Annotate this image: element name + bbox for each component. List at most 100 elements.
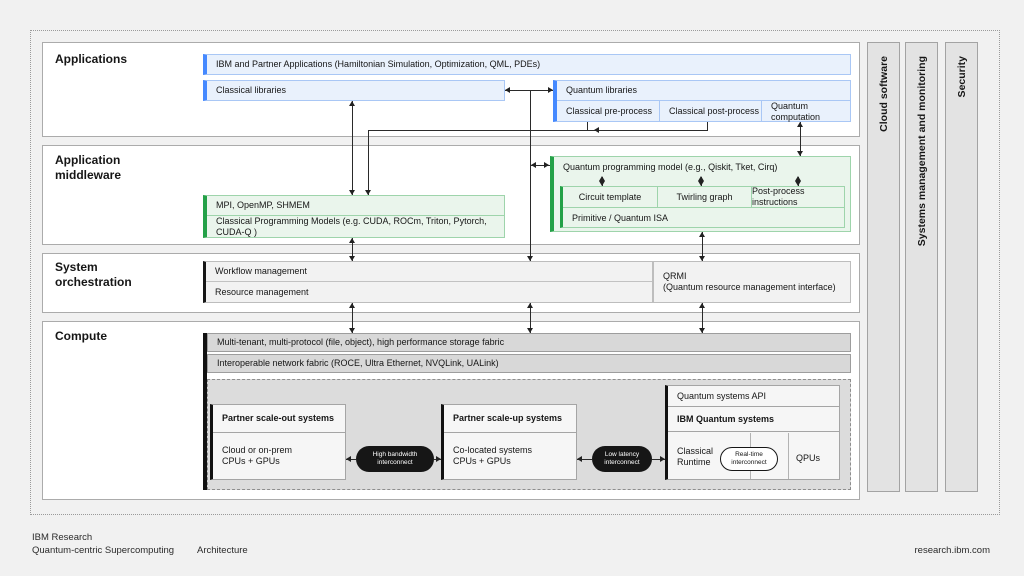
box-quantum-libraries: Quantum libraries bbox=[557, 81, 850, 101]
connector-orch-compute-1 bbox=[352, 303, 353, 333]
box-workflow-management: Workflow management bbox=[206, 262, 652, 282]
arrowhead bbox=[577, 456, 582, 462]
connector-trunk-to-qpm bbox=[530, 165, 550, 166]
partner-scale-out-title: Partner scale-out systems bbox=[213, 405, 345, 433]
arrowhead bbox=[349, 256, 355, 261]
connector-classlib-mpi bbox=[352, 101, 353, 195]
arrowhead bbox=[699, 232, 705, 237]
sidebar-security-label: Security bbox=[955, 56, 968, 98]
arrowhead bbox=[698, 181, 704, 186]
arrowhead bbox=[346, 456, 351, 462]
connector-classlib-qlib bbox=[505, 90, 553, 91]
box-quantum-isa-group: Circuit template Twirling graph Post-pro… bbox=[560, 186, 845, 228]
box-classical-libraries: Classical libraries bbox=[203, 80, 505, 101]
low-latency-interconnect-pill: Low latency interconnect bbox=[592, 446, 652, 472]
arrowhead bbox=[505, 87, 510, 93]
diagram-outer-frame bbox=[30, 30, 1000, 515]
connector-trunk-center bbox=[530, 90, 531, 261]
high-bandwidth-interconnect-pill: High bandwidth interconnect bbox=[356, 446, 434, 472]
box-classical-middleware-group: MPI, OpenMP, SHMEM Classical Programming… bbox=[203, 195, 505, 238]
arrowhead bbox=[527, 256, 533, 261]
box-primitive-quantum-isa: Primitive / Quantum ISA bbox=[572, 213, 669, 224]
arrowhead bbox=[797, 122, 803, 127]
quantum-systems-divider-2 bbox=[788, 433, 789, 479]
box-ibm-quantum-systems: IBM Quantum systems bbox=[668, 407, 839, 432]
arrowhead bbox=[599, 176, 605, 181]
box-classical-post-process: Classical post-process bbox=[659, 101, 761, 122]
section-label-middleware: Application middleware bbox=[55, 153, 122, 182]
partner-scale-up-body: Co-located systems CPUs + GPUs bbox=[453, 445, 533, 466]
box-storage-fabric: Multi-tenant, multi-protocol (file, obje… bbox=[207, 333, 851, 352]
footer-url: research.ibm.com bbox=[914, 545, 991, 556]
arrowhead bbox=[349, 190, 355, 195]
arrowhead bbox=[699, 328, 705, 333]
box-twirling-graph: Twirling graph bbox=[657, 187, 751, 207]
box-mpi-openmp-shmem: MPI, OpenMP, SHMEM bbox=[207, 196, 504, 216]
arrowhead bbox=[349, 238, 355, 243]
connector-process-to-mpi bbox=[368, 130, 369, 195]
arrowhead bbox=[349, 101, 355, 106]
arrowhead bbox=[699, 256, 705, 261]
arrowhead bbox=[531, 162, 536, 168]
sidebar-cloud-software-label: Cloud software bbox=[877, 56, 890, 132]
arrowhead bbox=[527, 328, 533, 333]
box-partner-scale-out: Partner scale-out systems Cloud or on-pr… bbox=[210, 404, 346, 480]
connector-orch-compute-2 bbox=[530, 303, 531, 333]
classical-runtime-label: Classical Runtime bbox=[677, 446, 714, 468]
arrowhead bbox=[349, 328, 355, 333]
connector-qcomp-qpm bbox=[800, 122, 801, 156]
section-label-compute: Compute bbox=[55, 329, 107, 343]
box-classical-pre-process: Classical pre-process bbox=[566, 106, 653, 117]
footer-architecture: Architecture bbox=[197, 545, 248, 556]
box-network-fabric: Interoperable network fabric (ROCE, Ultr… bbox=[207, 354, 851, 373]
box-circuit-template: Circuit template bbox=[578, 191, 642, 202]
real-time-interconnect-pill: Real-time interconnect bbox=[720, 447, 778, 471]
arrowhead bbox=[548, 87, 553, 93]
arrowhead bbox=[699, 303, 705, 308]
sidebar-security: Security bbox=[945, 42, 978, 492]
footer-left: IBM Research Quantum-centric Supercomput… bbox=[32, 532, 175, 556]
arrowhead bbox=[365, 190, 371, 195]
sidebar-cloud-software: Cloud software bbox=[867, 42, 900, 492]
arrowhead bbox=[594, 127, 599, 133]
connector-process-horizontal bbox=[368, 130, 707, 131]
box-qrmi: QRMI (Quantum resource management interf… bbox=[653, 261, 851, 303]
connector-cpm-workflow bbox=[352, 238, 353, 261]
connector-scaleup-ll bbox=[577, 459, 592, 460]
compute-left-bar bbox=[203, 333, 207, 490]
box-classical-programming-models: Classical Programming Models (e.g. CUDA,… bbox=[216, 215, 487, 237]
box-quantum-computation: Quantum computation bbox=[761, 101, 850, 122]
box-quantum-systems-group: Quantum systems API IBM Quantum systems bbox=[665, 385, 840, 480]
box-post-process-instructions: Post-process instructions bbox=[751, 186, 844, 207]
connector-isa-qrmi bbox=[702, 232, 703, 261]
arrowhead bbox=[660, 456, 665, 462]
arrowhead bbox=[795, 181, 801, 186]
box-partner-scale-up: Partner scale-up systems Co-located syst… bbox=[441, 404, 577, 480]
connector-orch-compute-3 bbox=[702, 303, 703, 333]
arrowhead bbox=[436, 456, 441, 462]
sidebar-systems-management-label: Systems management and monitoring bbox=[915, 56, 928, 247]
arrowhead bbox=[527, 303, 533, 308]
arrowhead bbox=[795, 176, 801, 181]
sidebar-systems-management: Systems management and monitoring bbox=[905, 42, 938, 492]
box-quantum-programming-model: Quantum programming model (e.g., Qiskit,… bbox=[563, 162, 778, 173]
section-label-applications: Applications bbox=[55, 52, 128, 66]
arrowhead bbox=[544, 162, 549, 168]
arrowhead bbox=[797, 151, 803, 156]
partner-scale-up-title: Partner scale-up systems bbox=[444, 405, 576, 433]
box-quantum-libraries-group: Quantum libraries Classical pre-process … bbox=[553, 80, 851, 122]
connector-postprocess-drop bbox=[707, 122, 708, 131]
connector-preprocess-drop bbox=[587, 122, 588, 131]
box-resource-management: Resource management bbox=[215, 287, 309, 298]
arrowhead bbox=[698, 176, 704, 181]
connector-ll-quantum bbox=[652, 459, 665, 460]
section-label-orchestration: System orchestration bbox=[55, 260, 132, 289]
arrowhead bbox=[599, 181, 605, 186]
box-ibm-partner-applications: IBM and Partner Applications (Hamiltonia… bbox=[203, 54, 851, 75]
box-quantum-systems-api: Quantum systems API bbox=[668, 386, 839, 407]
box-management-group: Workflow management Resource management bbox=[203, 261, 653, 303]
partner-scale-out-body: Cloud or on-prem CPUs + GPUs bbox=[222, 445, 293, 466]
arrowhead bbox=[349, 303, 355, 308]
qpus-label: QPUs bbox=[796, 453, 821, 463]
